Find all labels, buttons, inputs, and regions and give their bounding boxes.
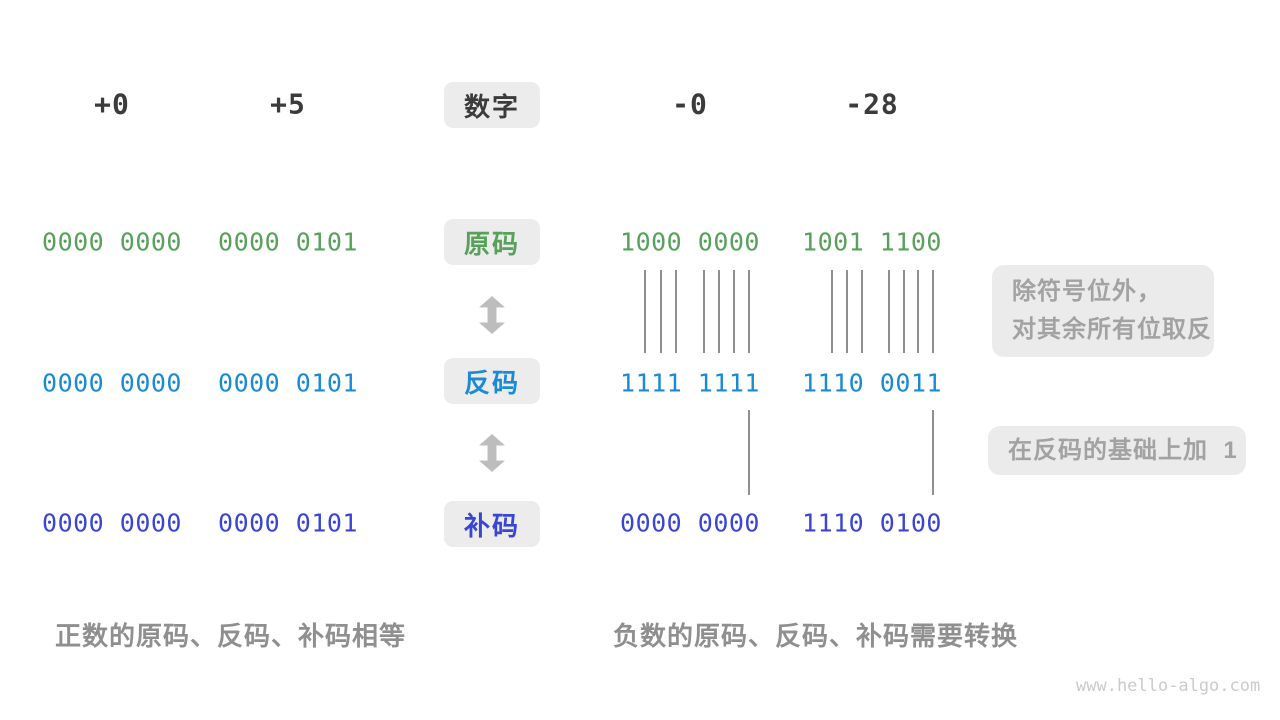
sign-magnitude-col1: 0000 0000 <box>42 227 182 257</box>
ones-complement-col3: 1111 1111 <box>620 368 760 398</box>
note-add-one: 在反码的基础上加 1 <box>988 426 1246 475</box>
updown-arrow-icon <box>479 296 505 334</box>
note-invert-line2: 对其余所有位取反 <box>1012 316 1212 343</box>
guide-line <box>888 270 890 353</box>
sign-magnitude-col4: 1001 1100 <box>802 227 942 257</box>
updown-arrow-icon <box>479 434 505 472</box>
chip-twos-complement: 补码 <box>444 501 540 547</box>
guide-line <box>846 270 848 353</box>
twos-complement-col1: 0000 0000 <box>42 508 182 538</box>
twos-complement-col4: 1110 0100 <box>802 508 942 538</box>
guide-line <box>932 270 934 353</box>
guide-line <box>675 270 677 353</box>
guide-line <box>718 270 720 353</box>
guide-line <box>733 270 735 353</box>
guide-line <box>831 270 833 353</box>
guide-line <box>703 270 705 353</box>
add-one-guide-line-col3 <box>748 410 750 495</box>
guide-line <box>644 270 646 353</box>
guide-line <box>917 270 919 353</box>
guide-line <box>903 270 905 353</box>
number-minus-28: -28 <box>845 87 899 121</box>
number-plus-zero: +0 <box>94 87 130 121</box>
guide-line <box>748 270 750 353</box>
chip-number: 数字 <box>444 82 540 128</box>
note-invert-bits: 除符号位外， 对其余所有位取反 <box>992 265 1214 357</box>
bit-invert-guide-lines-col4 <box>831 270 934 353</box>
twos-complement-col2: 0000 0101 <box>218 508 358 538</box>
sign-magnitude-col3: 1000 0000 <box>620 227 760 257</box>
twos-complement-col3: 0000 0000 <box>620 508 760 538</box>
sign-magnitude-col2: 0000 0101 <box>218 227 358 257</box>
bit-invert-guide-lines-col3 <box>644 270 750 353</box>
guide-line <box>861 270 863 353</box>
number-minus-zero: -0 <box>672 87 708 121</box>
guide-line <box>660 270 662 353</box>
watermark-url: www.hello-algo.com <box>1076 676 1261 696</box>
note-add-one-text: 在反码的基础上加 1 <box>1008 436 1238 464</box>
add-one-guide-line-col4 <box>932 410 934 495</box>
note-invert-line1: 除符号位外， <box>1012 278 1162 305</box>
number-plus-five: +5 <box>270 87 306 121</box>
chip-ones-complement: 反码 <box>444 358 540 404</box>
ones-complement-col1: 0000 0000 <box>42 368 182 398</box>
chip-sign-magnitude: 原码 <box>444 219 540 265</box>
caption-negative-numbers: 负数的原码、反码、补码需要转换 <box>613 621 1019 651</box>
caption-positive-numbers: 正数的原码、反码、补码相等 <box>55 621 407 651</box>
ones-complement-col2: 0000 0101 <box>218 368 358 398</box>
ones-complement-col4: 1110 0011 <box>802 368 942 398</box>
